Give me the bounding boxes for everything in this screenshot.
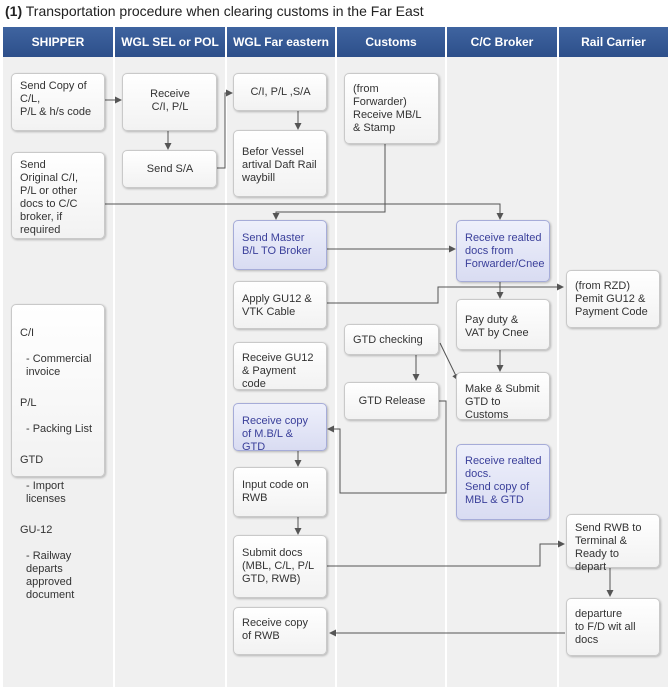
box-gtd-checking: GTD checking: [344, 324, 439, 355]
box-make-submit-gtd: Make & Submit GTD to Customs: [456, 372, 550, 421]
legend-box: C/I - Commercial invoice P/L - Packing L…: [11, 304, 105, 601]
box-apply-gu12: Apply GU12 & VTK Cable: [233, 281, 327, 329]
box-send-master-bl: Send Master B/L TO Broker: [233, 220, 327, 270]
header-shipper: SHIPPER: [3, 27, 113, 57]
box-ci-pl-sa: C/I, P/L ,S/A: [233, 73, 327, 111]
box-send-sa: Send S/A: [122, 150, 217, 188]
legend-term: GTD: [20, 454, 44, 466]
header-rail-carrier: Rail Carrier: [559, 27, 668, 57]
box-submit-docs: Submit docs (MBL, C/L, P/L GTD, RWB): [233, 535, 327, 598]
diagram-title: (1) Transportation procedure when cleari…: [5, 3, 424, 19]
box-receive-realted-docs: Receive realted docs from Forwarder/Cnee: [456, 220, 550, 282]
header-wgl-sel: WGL SEL or POL: [115, 27, 225, 57]
box-receive-ci-pl: Receive C/I, P/L: [122, 73, 217, 131]
box-send-copy: Send Copy of C/L, P/L & h/s code: [11, 73, 105, 131]
header-customs: Customs: [337, 27, 445, 57]
box-input-code: Input code on RWB: [233, 467, 327, 517]
legend-term: GU-12: [20, 524, 53, 536]
header-cc-broker: C/C Broker: [447, 27, 557, 57]
legend-desc: - Packing List: [26, 423, 93, 435]
box-receive-gu12: Receive GU12 & Payment code: [233, 342, 327, 390]
lane-customs: [337, 57, 445, 687]
box-receive-realted-send-copy: Receive realted docs. Send copy of MBL &…: [456, 444, 550, 520]
box-send-rwb: Send RWB to Terminal & Ready to depart: [566, 514, 660, 573]
box-receive-copy-mbl-gtd: Receive copy of M.B/L & GTD: [233, 403, 327, 453]
legend-term: C/I: [20, 327, 35, 339]
legend-desc: - Railway departs approved document: [26, 550, 75, 601]
legend-desc: - Import licenses: [26, 480, 66, 505]
box-from-forwarder: (from Forwarder) Receive MB/L & Stamp: [344, 73, 439, 144]
box-departure: departure to F/D wit all docs: [566, 598, 660, 656]
lane-rail-carrier: [559, 57, 668, 687]
box-befor-vessel: Befor Vessel artival Daft Rail waybill: [233, 130, 327, 197]
box-gtd-release: GTD Release: [344, 382, 439, 420]
legend-desc: - Commercial invoice: [26, 353, 92, 378]
box-pay-duty: Pay duty & VAT by Cnee: [456, 299, 550, 350]
legend-term: P/L: [20, 397, 37, 409]
box-receive-copy-rwb: Receive copy of RWB: [233, 607, 327, 655]
box-from-rzd: (from RZD) Pemit GU12 & Payment Code: [566, 270, 660, 328]
box-send-original: Send Original C/I, P/L or other docs to …: [11, 152, 105, 239]
header-wgl-far-eastern: WGL Far eastern: [227, 27, 335, 57]
